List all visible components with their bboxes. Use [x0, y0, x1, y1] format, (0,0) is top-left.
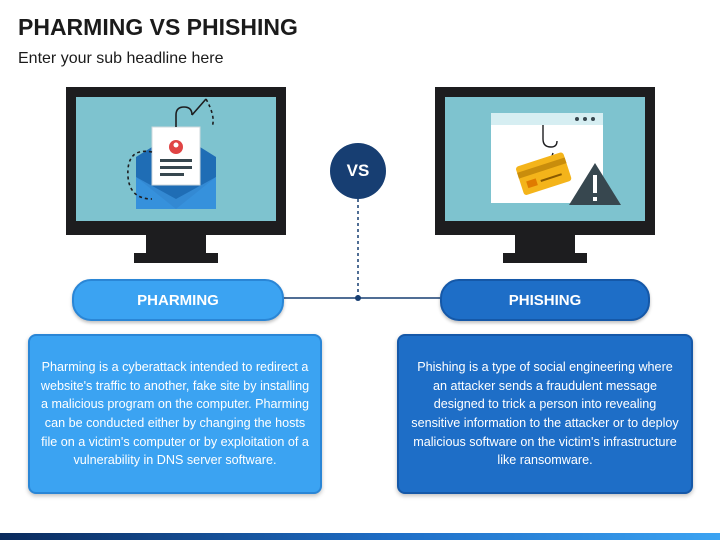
- credit-card-icon: [516, 152, 572, 195]
- email-envelope-icon: [136, 126, 216, 209]
- warning-triangle-icon: [569, 163, 621, 205]
- pharming-label: PHARMING: [72, 279, 284, 321]
- page-subtitle: Enter your sub headline here: [18, 50, 224, 67]
- pharming-monitor-icon: [66, 87, 286, 263]
- fishing-hook-icon: [127, 98, 214, 200]
- page-title: PHARMING VS PHISHING: [18, 14, 298, 40]
- phishing-description-card: Phishing is a type of social engineering…: [397, 334, 693, 494]
- phishing-description: Phishing is a type of social engineering…: [411, 360, 679, 468]
- vs-badge: VS: [330, 143, 386, 199]
- phishing-monitor-icon: [435, 87, 655, 263]
- phishing-label: PHISHING: [440, 279, 650, 321]
- pharming-description-card: Pharming is a cyberattack intended to re…: [28, 334, 322, 494]
- pharming-description: Pharming is a cyberattack intended to re…: [40, 360, 310, 468]
- bottom-accent-bar: [0, 533, 720, 540]
